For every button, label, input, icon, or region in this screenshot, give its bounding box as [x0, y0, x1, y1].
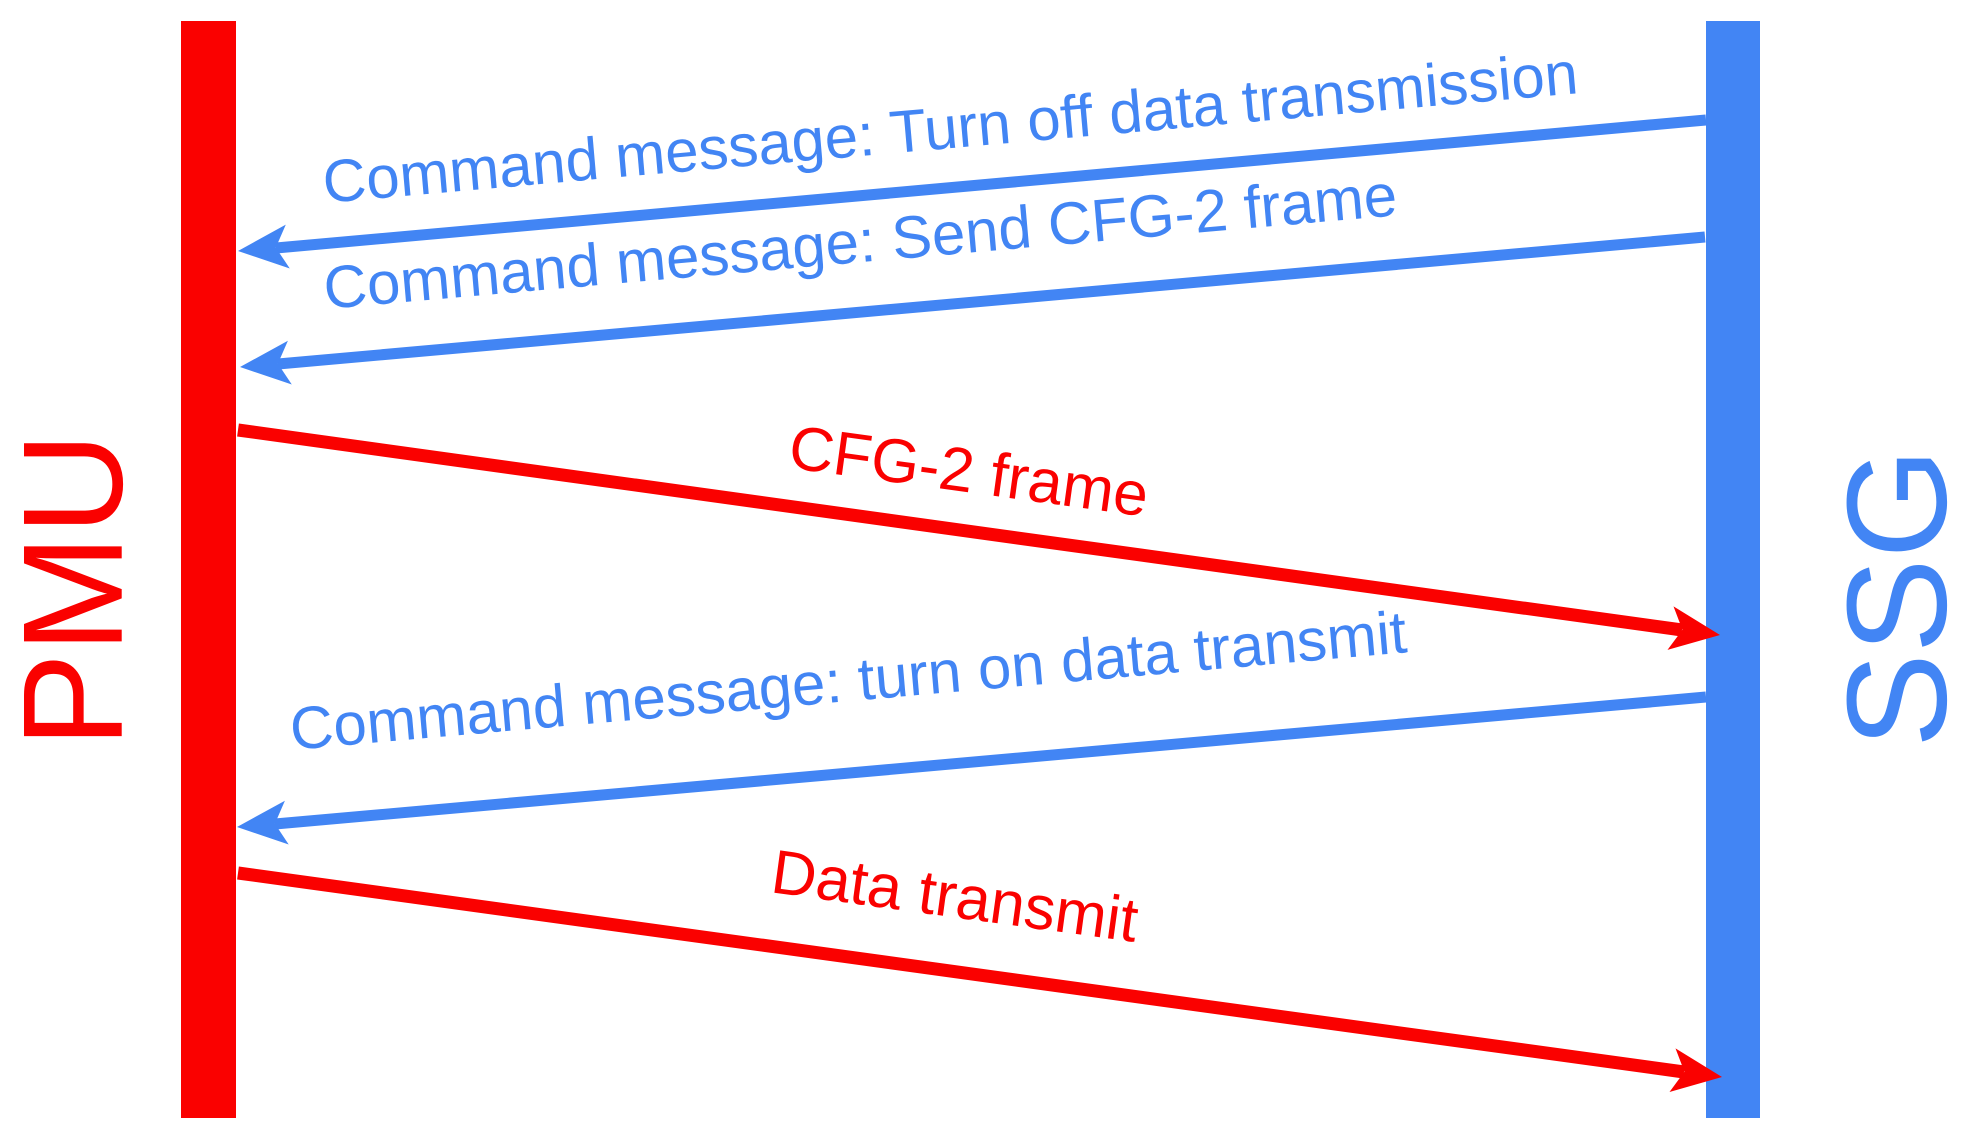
message-3-arrowhead-right [1667, 606, 1720, 650]
actor-label-pmu: PMU [0, 432, 153, 748]
message-2-arrowhead-left [240, 340, 292, 385]
message-5-arrow: Data transmit [237, 837, 1722, 1092]
message-1-arrowhead-left [238, 224, 290, 269]
message-1-shaft [275, 114, 1707, 254]
actor-label-ssg: SSG [1818, 448, 1968, 748]
message-5-shaft [237, 866, 1685, 1079]
message-5-arrowhead-right [1669, 1048, 1722, 1092]
message-2-shaft [277, 231, 1706, 370]
message-3-arrow: CFG-2 frame [237, 413, 1720, 650]
message-5-label: Data transmit [767, 837, 1142, 955]
lifeline-bar-pmu [181, 21, 236, 1118]
message-4-arrowhead-left [237, 800, 289, 845]
message-4-arrow: Command message: turn on data transmit [237, 598, 1707, 845]
message-4-shaft [274, 691, 1707, 830]
message-3-shaft [237, 423, 1683, 637]
lifeline-bar-ssg [1706, 21, 1760, 1118]
